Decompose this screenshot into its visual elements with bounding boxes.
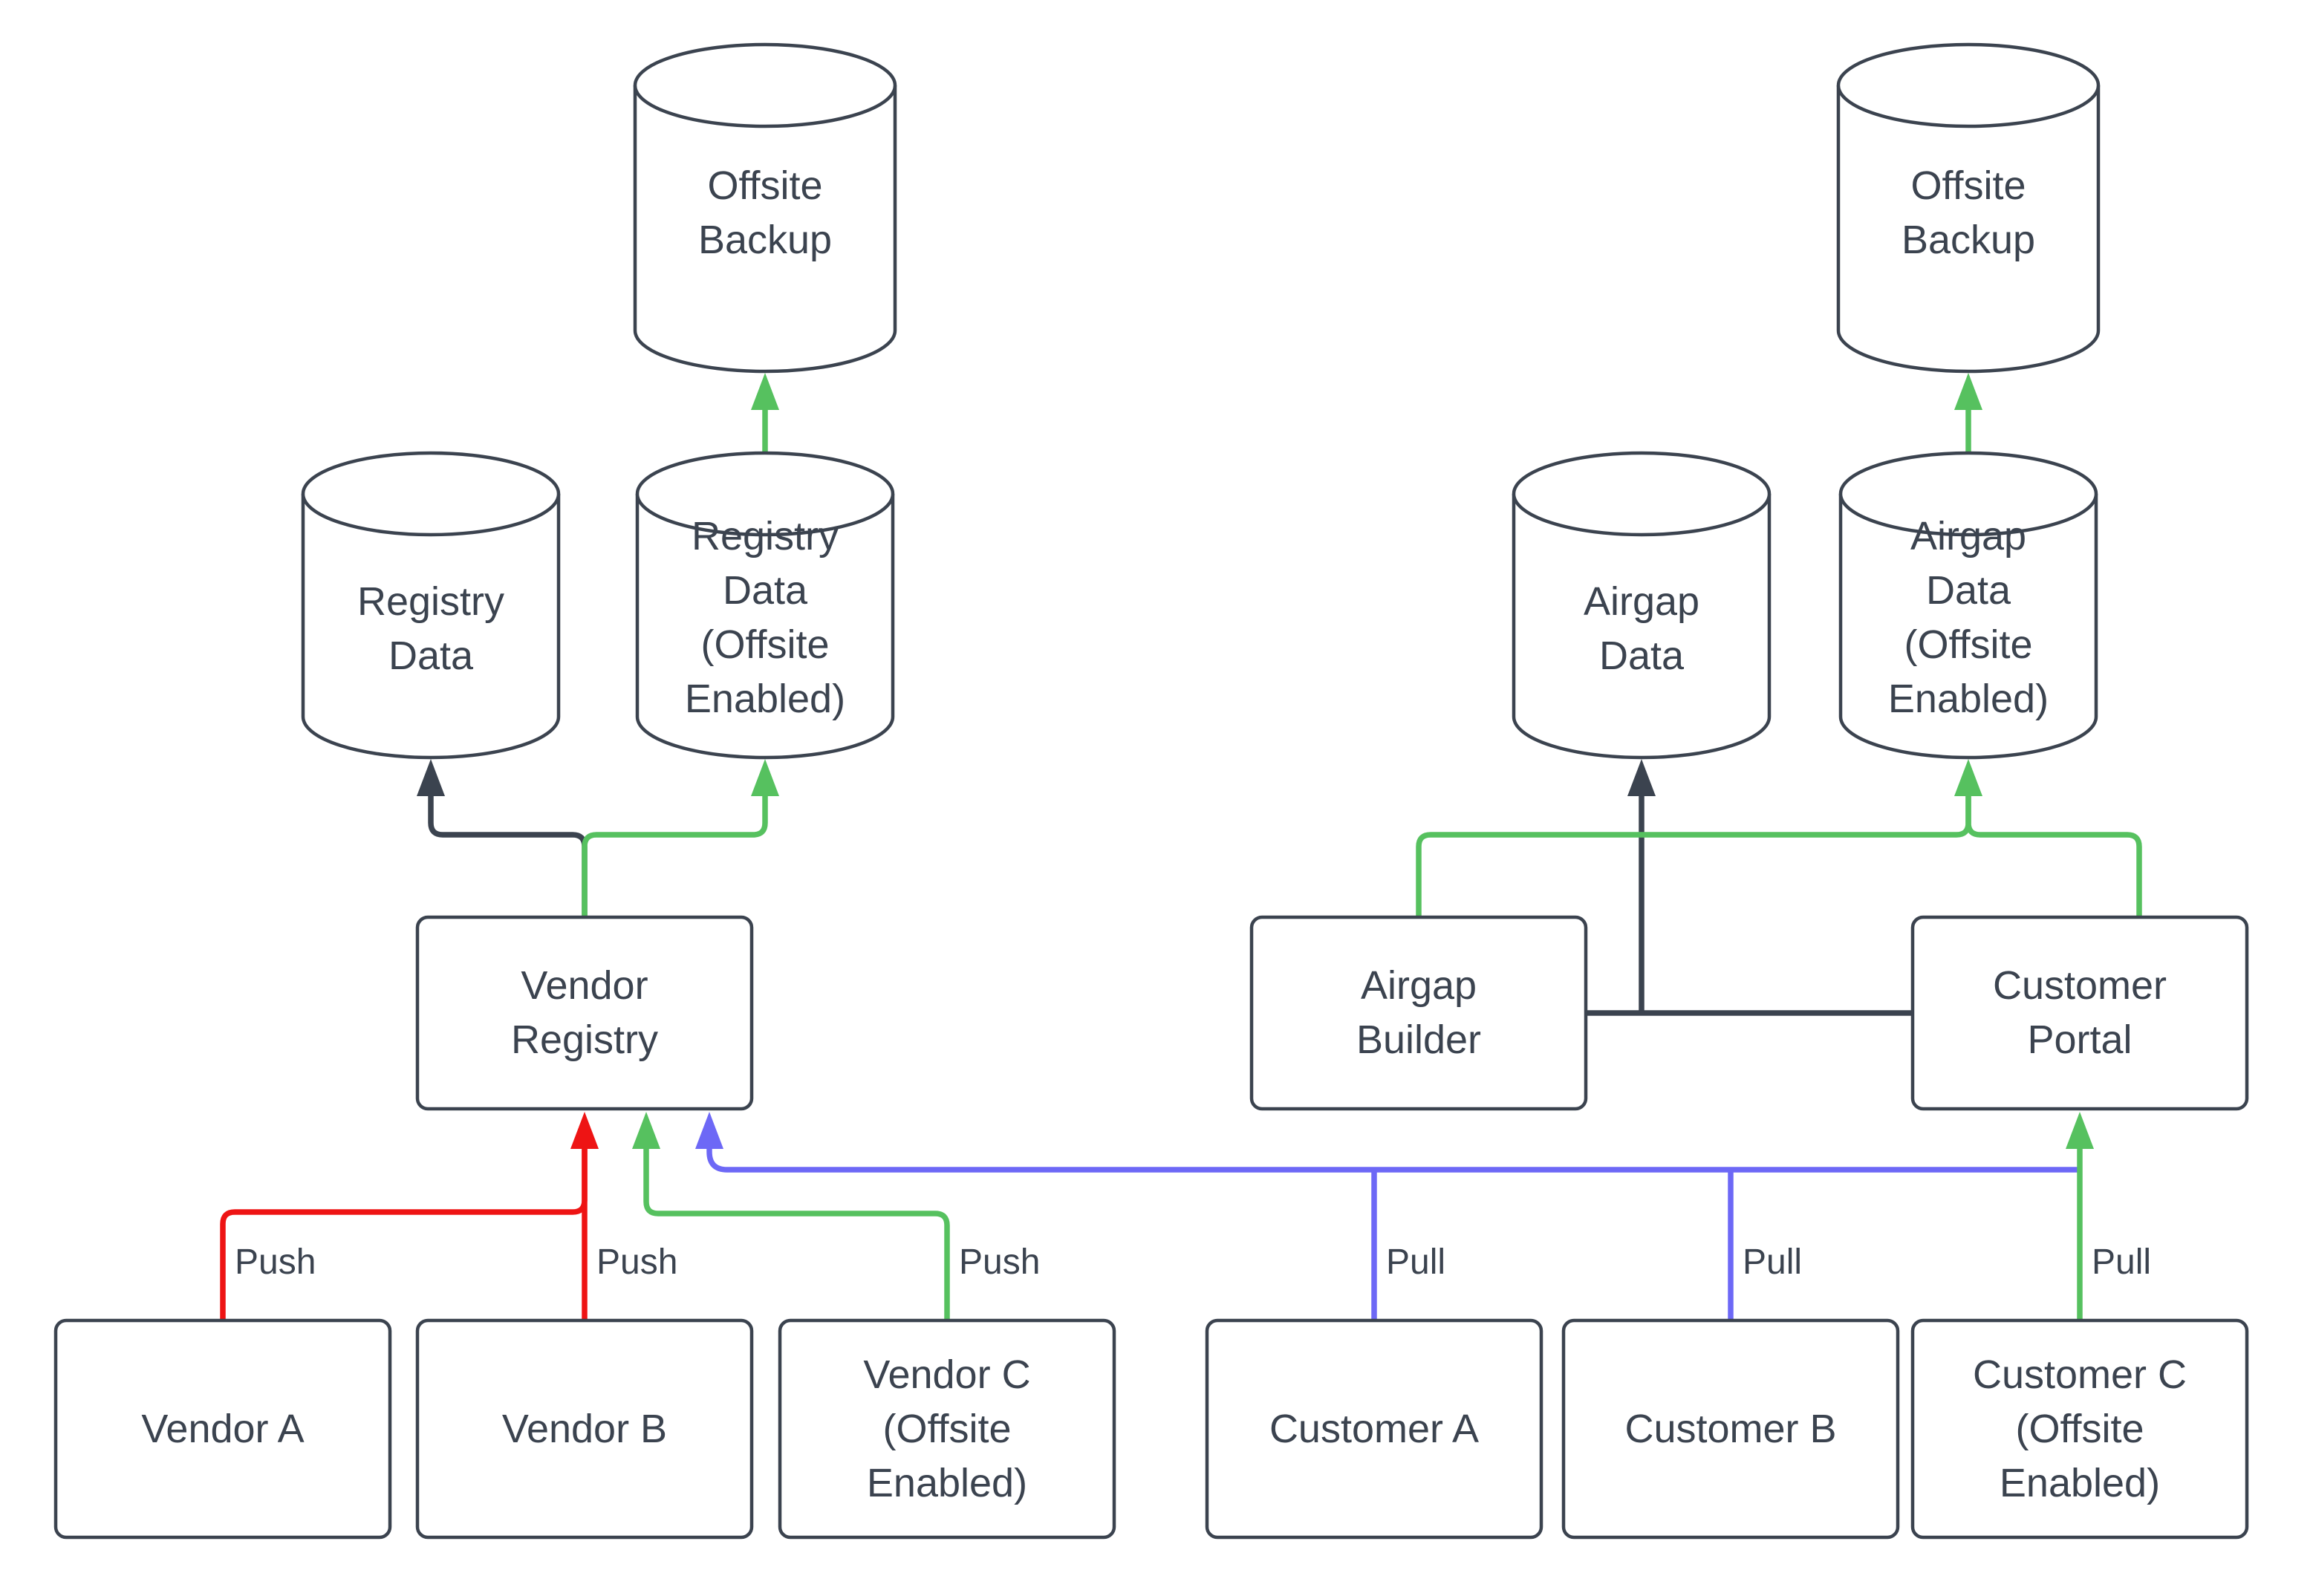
node-customer-b bbox=[1561, 1318, 1900, 1540]
edge-vendor-a-push bbox=[220, 1146, 588, 1320]
node-customer-c-label: (Offsite bbox=[2015, 1407, 2144, 1451]
node-offsite-backup-right-body bbox=[1836, 85, 2101, 374]
arrowhead-airgap-bus-to-airgap-data bbox=[1627, 759, 1656, 796]
node-registry-data-offsite-label: (Offsite bbox=[700, 622, 829, 667]
node-airgap-data-offsite-body bbox=[1838, 494, 2098, 760]
edge-vendor-registry-to-registry-data bbox=[428, 793, 588, 917]
node-airgap-builder-label: Airgap bbox=[1361, 963, 1477, 1008]
node-registry-data-offsite-top bbox=[635, 451, 895, 537]
pull-label-customer-c: Pull bbox=[2092, 1242, 2151, 1282]
node-registry-data-top bbox=[301, 451, 561, 537]
arrowhead-vendor-registry-to-registry-data bbox=[417, 759, 445, 796]
node-airgap-data-offsite-label: (Offsite bbox=[1904, 622, 2032, 667]
edge-customer-pull-bus bbox=[706, 1146, 2080, 1173]
node-customer-c-label: Enabled) bbox=[2000, 1461, 2160, 1505]
node-customer-portal-label: Customer bbox=[1993, 963, 2167, 1008]
push-label-vendor-a: Push bbox=[235, 1242, 316, 1282]
node-registry-data-label: Registry bbox=[357, 579, 504, 624]
node-airgap-data-top bbox=[1512, 451, 1772, 537]
node-vendor-b-label: Vendor B bbox=[502, 1407, 667, 1451]
node-vendor-b bbox=[415, 1318, 754, 1540]
arrowhead-vendor-b-push bbox=[570, 1112, 599, 1149]
node-vendor-c-label: Enabled) bbox=[867, 1461, 1027, 1505]
node-offsite-backup-right-top bbox=[1836, 42, 2101, 128]
arrowhead-registry-offsite-to-backup bbox=[751, 373, 779, 410]
node-airgap-data-body bbox=[1512, 494, 1772, 760]
node-vendor-c bbox=[778, 1318, 1116, 1540]
node-customer-portal bbox=[1910, 915, 2249, 1111]
edge-portal-to-airgap-data-offsite bbox=[1965, 793, 2142, 917]
node-customer-a-label: Customer A bbox=[1269, 1407, 1479, 1451]
push-label-vendor-b: Push bbox=[596, 1242, 677, 1282]
node-registry-data-offsite-label: Enabled) bbox=[685, 677, 845, 721]
node-airgap-data-offsite-label: Enabled) bbox=[1888, 677, 2049, 721]
edge-builder-to-airgap-data-offsite bbox=[1416, 793, 1971, 917]
node-customer-a bbox=[1205, 1318, 1543, 1540]
arrowhead-customer-pull-bus bbox=[695, 1112, 723, 1149]
arrowhead-vendor-registry-to-registry-data-offsite bbox=[751, 759, 779, 796]
edge-vendor-registry-to-registry-data-offsite bbox=[582, 793, 768, 917]
pull-label-customer-a: Pull bbox=[1386, 1242, 1445, 1282]
node-airgap-data-label: Airgap bbox=[1584, 579, 1699, 624]
arrowhead-builder-to-airgap-data-offsite bbox=[1954, 759, 1982, 796]
node-registry-data-offsite-body bbox=[635, 494, 895, 760]
push-label-vendor-c: Push bbox=[959, 1242, 1040, 1282]
node-airgap-data-offsite-top bbox=[1838, 451, 2098, 537]
node-registry-data-offsite-label: Registry bbox=[692, 514, 839, 558]
node-airgap-builder-label: Builder bbox=[1356, 1017, 1481, 1062]
node-offsite-backup-right-label: Backup bbox=[1902, 218, 2035, 262]
node-airgap-data-label: Data bbox=[1599, 633, 1685, 678]
node-customer-c-label: Customer C bbox=[1973, 1352, 2187, 1397]
node-registry-data-body bbox=[301, 494, 561, 760]
arrowhead-airgap-offsite-to-backup bbox=[1954, 373, 1982, 410]
edge-vendor-c-push bbox=[643, 1146, 950, 1320]
node-vendor-registry bbox=[415, 915, 754, 1111]
node-customer-b-label: Customer B bbox=[1624, 1407, 1836, 1451]
node-customer-portal-label: Portal bbox=[2027, 1017, 2132, 1062]
node-vendor-c-label: (Offsite bbox=[882, 1407, 1011, 1451]
node-offsite-backup-right-label: Offsite bbox=[1910, 163, 2026, 208]
node-vendor-a bbox=[53, 1318, 392, 1540]
node-vendor-registry-label: Registry bbox=[511, 1017, 658, 1062]
node-offsite-backup-left-top bbox=[633, 42, 897, 128]
node-airgap-data-offsite-label: Airgap bbox=[1910, 514, 2026, 558]
node-registry-data-offsite-label: Data bbox=[723, 568, 808, 613]
arrowhead-vendor-c-push bbox=[632, 1112, 660, 1149]
node-airgap-data-offsite-label: Data bbox=[1926, 568, 2011, 613]
node-offsite-backup-left-label: Offsite bbox=[707, 163, 822, 208]
pull-label-customer-b: Pull bbox=[1743, 1242, 1802, 1282]
node-vendor-registry-label: Vendor bbox=[521, 963, 648, 1008]
node-registry-data-label: Data bbox=[388, 633, 474, 678]
node-customer-c bbox=[1910, 1318, 2249, 1540]
node-offsite-backup-left-body bbox=[633, 85, 897, 374]
node-airgap-builder bbox=[1249, 915, 1588, 1111]
arrowhead-customer-c-pull bbox=[2066, 1112, 2094, 1149]
node-offsite-backup-left-label: Backup bbox=[698, 218, 832, 262]
node-vendor-a-label: Vendor A bbox=[141, 1407, 304, 1451]
node-vendor-c-label: Vendor C bbox=[863, 1352, 1030, 1397]
